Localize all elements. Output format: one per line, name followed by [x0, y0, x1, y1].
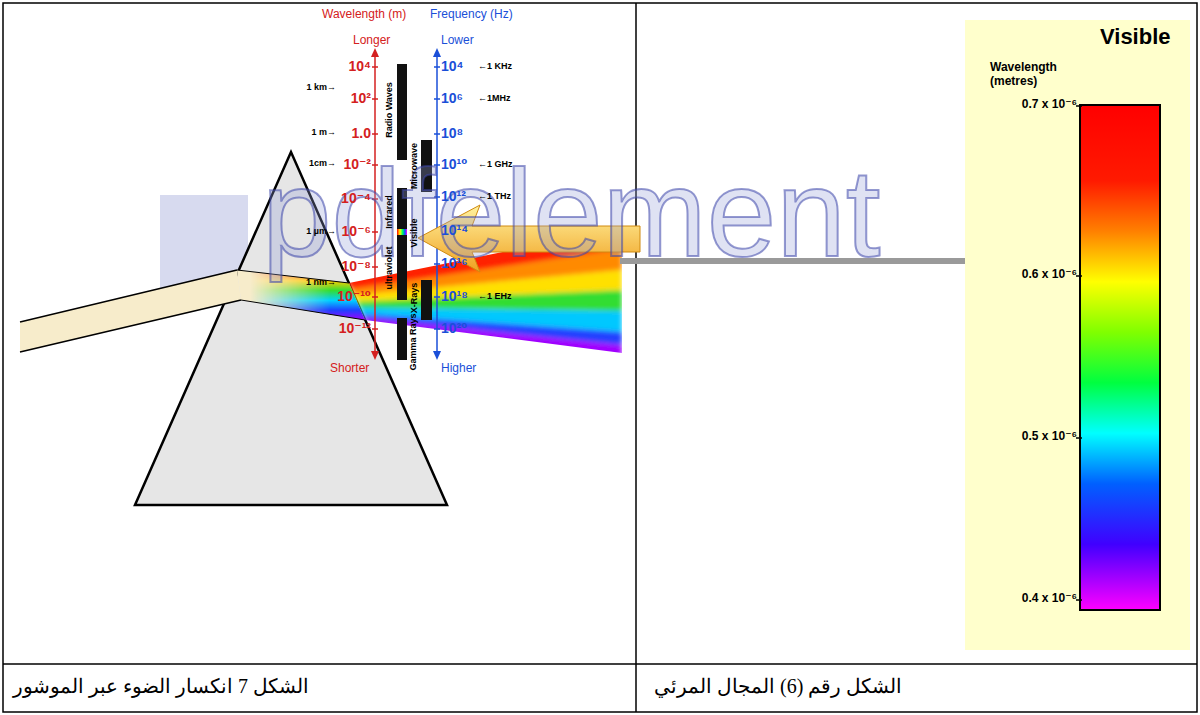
unit-note: 1 km→: [306, 82, 336, 92]
tick-label: 0.4 x 10⁻⁶: [1022, 592, 1077, 606]
band-name: Microwave: [409, 143, 419, 189]
caption-cell: الشكل 7 انكسار الضوء عبر الموشور: [3, 664, 636, 712]
tick-label: 10¹²: [441, 188, 466, 204]
band-name: Gamma Rays: [408, 313, 418, 370]
band-name: Radio Waves: [384, 82, 394, 138]
tick-label: 10⁻²: [343, 156, 371, 172]
unit-note: 1 m→: [311, 127, 336, 137]
caption-cell: الشكل رقم (6) المجال المرئي: [636, 664, 1197, 712]
band-name: X-Rays: [409, 283, 419, 314]
axis-end-label: Shorter: [330, 362, 369, 376]
axis-title: Frequency (Hz): [430, 8, 513, 22]
tick-label: 10⁻¹²: [339, 320, 371, 336]
panel-title: Visible: [1100, 24, 1171, 49]
tick-label: 10⁴: [349, 58, 372, 74]
axis-end-label: Lower: [441, 34, 474, 48]
unit-note: 1cm→: [309, 158, 336, 168]
tick-label: 10¹⁰: [441, 156, 467, 172]
tick-label: 10²⁰: [441, 320, 467, 336]
axis-title: Wavelength (metres): [990, 60, 1085, 88]
tick-label: 10⁻¹⁰: [337, 288, 371, 304]
unit-note: ←1 GHz: [478, 159, 513, 169]
tick-label: 10⁻⁶: [342, 223, 371, 239]
band-name: ultraviolet: [384, 246, 394, 289]
tick-label: 0.7 x 10⁻⁶: [1022, 98, 1077, 112]
axis-end-label: Higher: [441, 362, 476, 376]
axis-end-label: Longer: [353, 34, 390, 48]
unit-note: 1 nm→: [306, 277, 336, 287]
visible-panel: VisibleWavelength (metres) 0.7 x 10⁻⁶ 0.6 …: [965, 20, 1190, 650]
tick-label: 10⁸: [441, 125, 463, 141]
tick-label: 0.5 x 10⁻⁶: [1022, 430, 1077, 444]
axis-title: Wavelength (m): [322, 8, 406, 22]
tick-label: 10¹⁴: [441, 222, 468, 238]
tick-label: 0.6 x 10⁻⁶: [1022, 268, 1077, 282]
tick-label: 10¹⁶: [441, 255, 468, 271]
band-name: Infrared: [384, 195, 394, 229]
tick-label: 10⁶: [441, 90, 463, 106]
unit-note: ←1 KHz: [478, 61, 512, 71]
tick-label: 10⁴: [441, 58, 464, 74]
tick-label: 10⁻⁸: [341, 258, 371, 274]
tick-label: 1.0: [352, 125, 371, 141]
tick-label: 10⁻⁴: [341, 190, 371, 206]
unit-note: ←1 EHz: [478, 291, 512, 301]
band-name: Visible: [409, 219, 419, 248]
figure-caption: الشكل 7 انكسار الضوء عبر الموشور: [13, 675, 309, 698]
unit-note: ←1MHz: [478, 93, 511, 103]
unit-note: ←1 THz: [478, 191, 511, 201]
figure-caption: الشكل رقم (6) المجال المرئي: [654, 675, 902, 698]
unit-note: 1 µm→: [306, 226, 336, 236]
tick-label: 10²: [351, 90, 371, 106]
tick-label: 10¹⁸: [441, 288, 468, 304]
